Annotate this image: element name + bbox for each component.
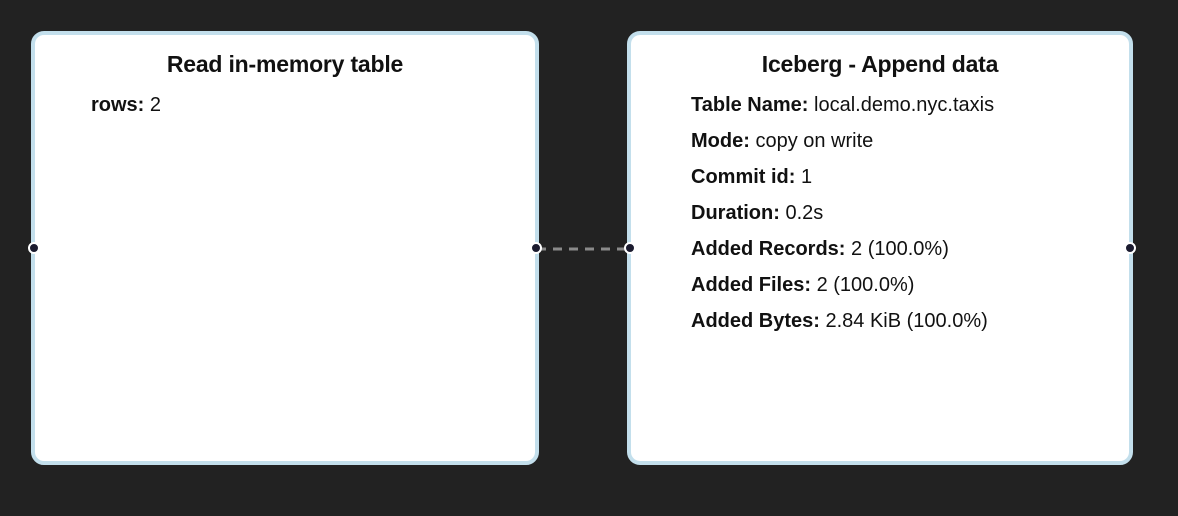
property-row: Added Bytes: 2.84 KiB (100.0%)	[691, 303, 1117, 339]
property-key: Table Name:	[691, 94, 809, 116]
property-value: 2	[149, 94, 162, 116]
node-iceberg-append-data[interactable]: Iceberg - Append data Table Name: local.…	[624, 31, 1136, 465]
property-key: Duration:	[691, 202, 780, 224]
property-key: Mode:	[691, 130, 750, 152]
property-key: Added Files:	[691, 274, 812, 296]
node-read-in-memory-table[interactable]: Read in-memory table rows: 2	[28, 31, 542, 465]
property-value: 2 (100.0%)	[816, 274, 915, 296]
property-value: 1	[801, 166, 813, 188]
property-row: Commit id: 1	[691, 159, 1117, 195]
property-value: 2 (100.0%)	[851, 238, 949, 260]
handle-source-iceberg-append-data[interactable]	[1124, 242, 1136, 254]
property-row: Added Files: 2 (100.0%)	[691, 267, 1117, 303]
property-value: local.demo.nyc.taxis	[814, 94, 995, 116]
property-row: Table Name: local.demo.nyc.taxis	[691, 87, 1117, 123]
property-row: rows: 2	[91, 87, 523, 123]
handle-target-read-in-memory-table[interactable]	[28, 242, 40, 254]
handle-source-read-in-memory-table[interactable]	[530, 242, 542, 254]
property-key: Added Records:	[691, 238, 846, 260]
property-value: copy on write	[755, 130, 874, 152]
node-content: Iceberg - Append data Table Name: local.…	[631, 35, 1129, 461]
node-properties: rows: 2	[47, 87, 523, 123]
property-value: 0.2s	[785, 202, 824, 224]
node-title: Read in-memory table	[166, 51, 404, 77]
property-row: Mode: copy on write	[691, 123, 1117, 159]
property-value: 2.84 KiB (100.0%)	[825, 310, 988, 332]
property-row: Duration: 0.2s	[691, 195, 1117, 231]
property-key: Added Bytes:	[691, 310, 820, 332]
property-row: Added Records: 2 (100.0%)	[691, 231, 1117, 267]
property-key: rows:	[91, 94, 145, 116]
node-properties: Table Name: local.demo.nyc.taxis Mode: c…	[643, 87, 1117, 339]
handle-target-iceberg-append-data[interactable]	[624, 242, 636, 254]
node-title: Iceberg - Append data	[761, 51, 999, 77]
property-key: Commit id:	[691, 166, 796, 188]
node-content: Read in-memory table rows: 2	[35, 35, 535, 461]
